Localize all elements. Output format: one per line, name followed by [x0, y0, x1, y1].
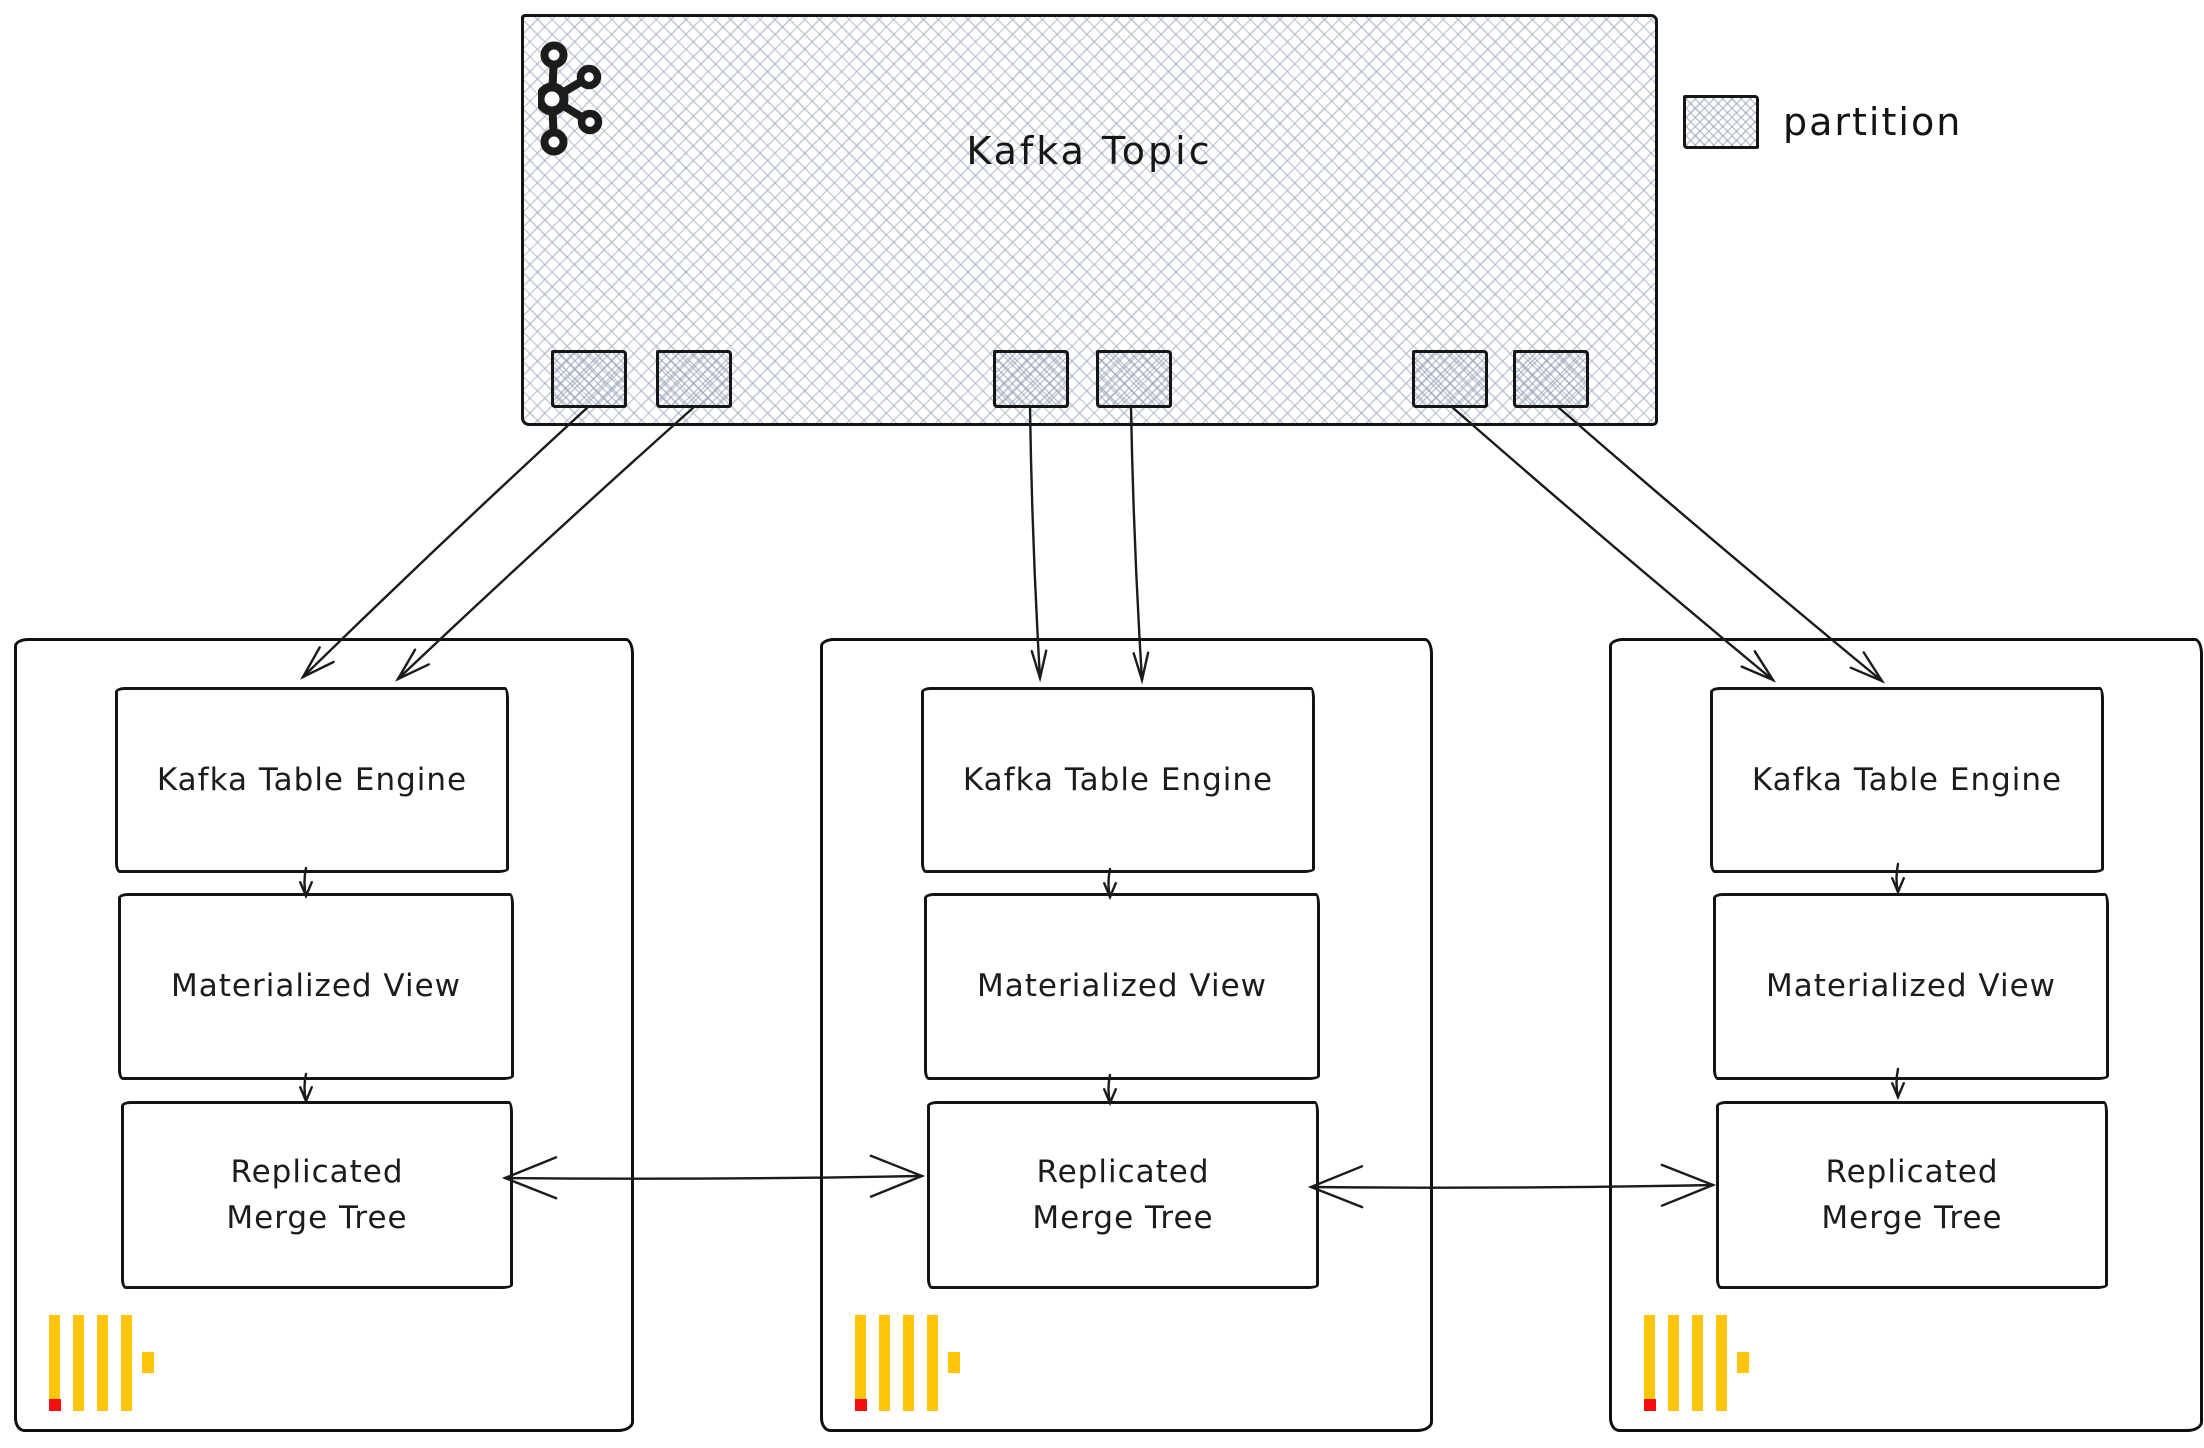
legend: partition: [1683, 95, 1962, 149]
replicated-merge-tree-box: Replicated Merge Tree: [121, 1101, 513, 1289]
partition-swatch-icon: [1683, 95, 1759, 149]
legend-label: partition: [1783, 100, 1963, 144]
replicated-merge-tree-label-line2: Merge Tree: [1032, 1200, 1214, 1236]
replicated-merge-tree-label-line1: Replicated: [1036, 1153, 1210, 1190]
clickhouse-logo-icon: [49, 1315, 159, 1412]
clickhouse-node-1: Kafka Table Engine Materialized View Rep…: [14, 638, 634, 1432]
replicated-merge-tree-box: Replicated Merge Tree: [1716, 1101, 2108, 1289]
replicated-merge-tree-label-line2: Merge Tree: [226, 1200, 408, 1236]
materialized-view-box: Materialized View: [924, 893, 1320, 1080]
replicated-merge-tree-label-line1: Replicated: [230, 1153, 404, 1190]
partition-square: [551, 350, 627, 408]
partition-square: [1513, 350, 1589, 408]
materialized-view-box: Materialized View: [118, 893, 514, 1080]
replicated-merge-tree-label-line2: Merge Tree: [1821, 1200, 2003, 1236]
partition-square: [1096, 350, 1172, 408]
kafka-table-engine-box: Kafka Table Engine: [1710, 687, 2104, 873]
partition-square: [656, 350, 732, 408]
kafka-topic-title: Kafka Topic: [966, 129, 1213, 173]
clickhouse-logo-icon: [1644, 1315, 1754, 1412]
materialized-view-box: Materialized View: [1713, 893, 2109, 1080]
kafka-table-engine-box: Kafka Table Engine: [921, 687, 1315, 873]
clickhouse-logo-icon: [855, 1315, 965, 1412]
replicated-merge-tree-box: Replicated Merge Tree: [927, 1101, 1319, 1289]
kafka-table-engine-box: Kafka Table Engine: [115, 687, 509, 873]
clickhouse-node-2: Kafka Table Engine Materialized View Rep…: [820, 638, 1433, 1432]
clickhouse-node-3: Kafka Table Engine Materialized View Rep…: [1609, 638, 2203, 1432]
kafka-topic-box: Kafka Topic: [521, 14, 1658, 426]
replicated-merge-tree-label-line1: Replicated: [1825, 1153, 1999, 1190]
partition-square: [1412, 350, 1488, 408]
arrow-partition1-to-node1: [300, 405, 590, 680]
kafka-logo-icon: [538, 41, 603, 156]
partition-square: [993, 350, 1069, 408]
